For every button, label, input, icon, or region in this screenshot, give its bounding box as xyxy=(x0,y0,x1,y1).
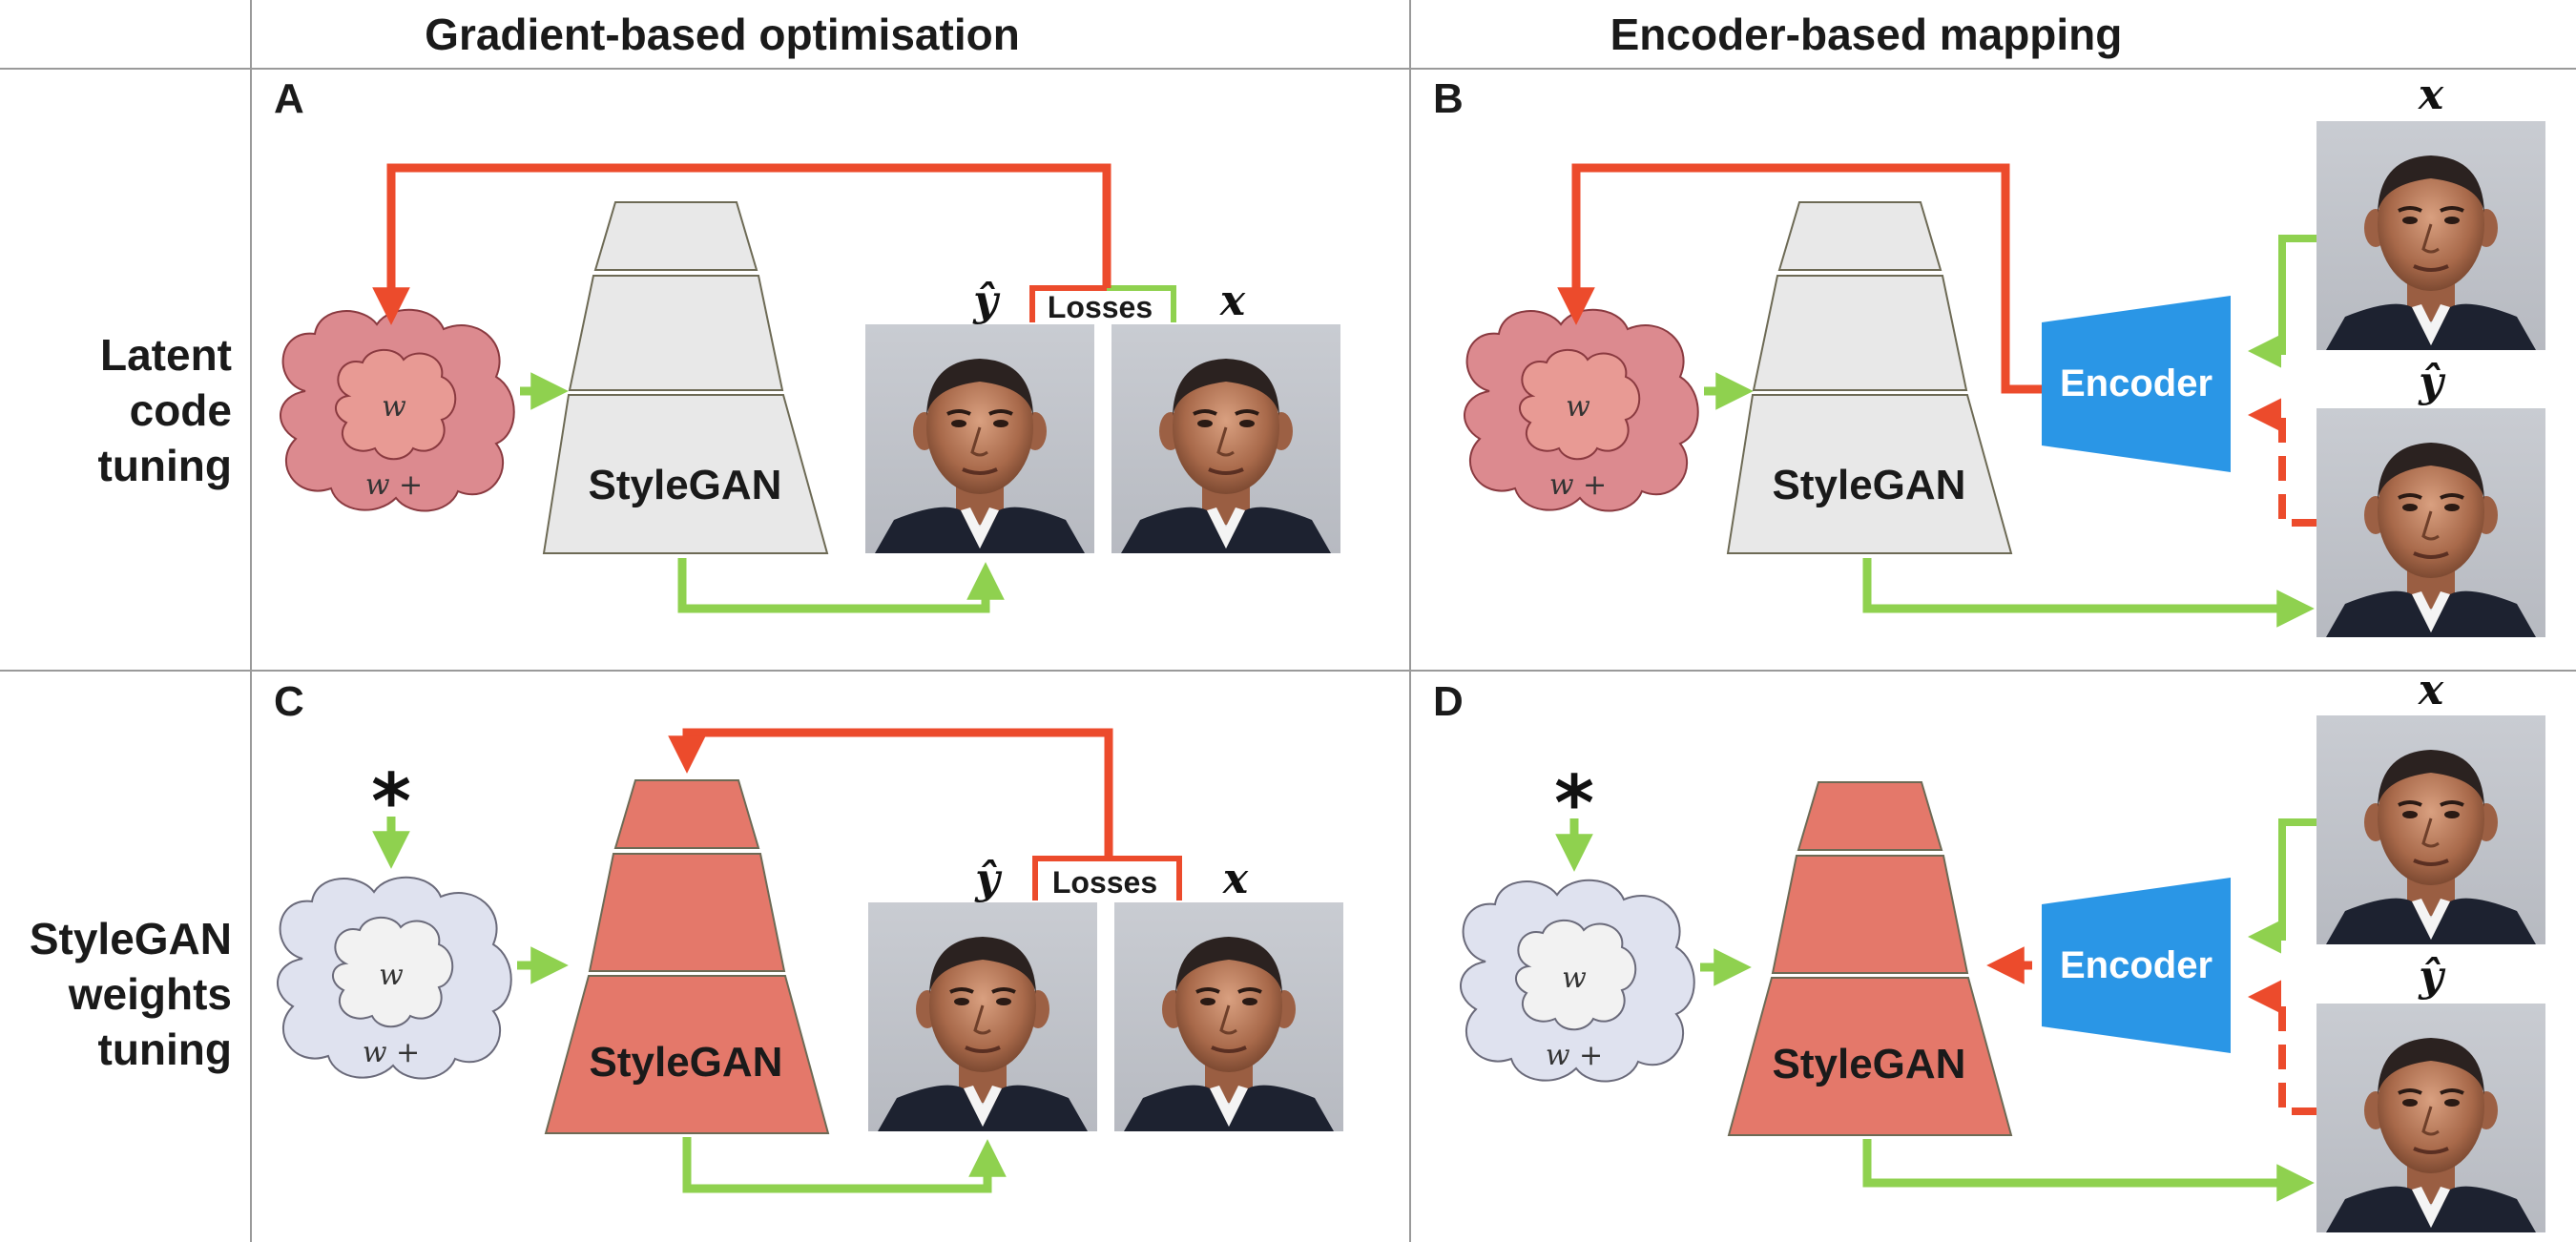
x-symbol: x xyxy=(1222,855,1249,903)
arrow-gan-to-output xyxy=(682,1137,1007,1193)
row-label-weights-line2: weights xyxy=(68,969,232,1019)
arrow-loss-feedback xyxy=(372,163,1111,325)
losses-bracket-left xyxy=(1029,285,1107,322)
arrow-gan-to-output xyxy=(1862,558,2315,628)
row-label-latent-line1: Latent xyxy=(100,330,232,380)
arrow-loss-feedback xyxy=(668,728,1113,859)
panel-letter-d: D xyxy=(1433,678,1464,725)
arrow-yhat-to-encoder xyxy=(2247,398,2316,527)
row-label-weights: StyleGAN weights tuning xyxy=(30,914,232,1074)
row-label-latent-line2: code xyxy=(130,385,232,435)
stylegan-block xyxy=(1726,201,2013,554)
panel-a: w w + StyleGAN ŷ x Losses xyxy=(279,163,1340,613)
stylegan-label: StyleGAN xyxy=(1773,462,1966,508)
stylegan-block xyxy=(542,201,829,554)
losses-bracket-right xyxy=(1109,856,1182,900)
stylegan-block xyxy=(544,779,830,1134)
y-hat-symbol: ŷ xyxy=(972,277,1001,325)
y-hat-symbol: ŷ xyxy=(2418,358,2446,406)
encoder-block xyxy=(2042,878,2231,1053)
row-label-weights-line1: StyleGAN xyxy=(30,914,232,963)
encoder-label: Encoder xyxy=(2060,362,2212,404)
arrow-gan-to-output xyxy=(1862,1139,2315,1202)
face-photo-icon xyxy=(2316,408,2545,637)
y-hat-symbol: ŷ xyxy=(974,855,1003,903)
losses-bracket-left xyxy=(1032,856,1109,900)
encoder-label: Encoder xyxy=(2060,944,2212,986)
w-plus-symbol: w + xyxy=(363,1036,420,1069)
y-hat-symbol: ŷ xyxy=(2418,952,2446,1001)
arrow-x-to-encoder xyxy=(2247,818,2316,954)
face-photo-icon xyxy=(868,902,1097,1131)
arrow-encoder-to-cloud xyxy=(1557,163,2042,394)
stylegan-block xyxy=(1727,781,2013,1136)
w-plus-symbol: w + xyxy=(1549,468,1607,502)
column-header-gradient: Gradient-based optimisation xyxy=(425,10,1020,59)
w-symbol: w xyxy=(1562,962,1587,995)
arrow-x-to-encoder xyxy=(2247,235,2316,368)
w-symbol: w xyxy=(1566,390,1590,424)
arrow-yhat-to-encoder xyxy=(2247,980,2316,1115)
stylegan-label: StyleGAN xyxy=(590,1039,783,1086)
x-symbol: x xyxy=(2418,666,2444,714)
x-symbol: x xyxy=(1219,277,1246,325)
panel-c: * w w + StyleGAN ŷ x Losses xyxy=(276,728,1343,1193)
row-label-latent-line3: tuning xyxy=(98,441,233,490)
stylegan-label: StyleGAN xyxy=(589,462,782,508)
losses-bracket-right xyxy=(1107,285,1176,322)
face-photo-icon xyxy=(1111,324,1340,553)
panel-letter-b: B xyxy=(1433,75,1464,122)
face-photo-icon xyxy=(2316,121,2545,350)
losses-label: Losses xyxy=(1052,865,1157,900)
x-symbol: x xyxy=(2418,71,2444,119)
face-photo-icon xyxy=(865,324,1094,553)
panel-b: w w + StyleGAN Encoder x ŷ xyxy=(1463,71,2545,637)
w-plus-symbol: w + xyxy=(365,468,423,502)
face-photo-icon xyxy=(1114,902,1343,1131)
panel-letter-a: A xyxy=(274,75,304,122)
w-symbol: w xyxy=(382,390,406,424)
column-header-encoder: Encoder-based mapping xyxy=(1610,10,2123,59)
arrow-gan-to-output xyxy=(677,558,1005,613)
stylegan-label: StyleGAN xyxy=(1773,1041,1966,1087)
encoder-block xyxy=(2042,296,2231,472)
face-photo-icon xyxy=(2316,715,2545,944)
face-photo-icon xyxy=(2316,1004,2545,1232)
row-label-weights-line3: tuning xyxy=(98,1025,233,1074)
w-plus-symbol: w + xyxy=(1546,1039,1603,1072)
panel-d: * w w + StyleGAN Encoder x ŷ xyxy=(1459,666,2545,1232)
losses-label: Losses xyxy=(1048,290,1153,324)
w-symbol: w xyxy=(379,959,404,992)
panel-letter-c: C xyxy=(274,678,304,725)
row-label-latent: Latent code tuning xyxy=(98,330,233,490)
